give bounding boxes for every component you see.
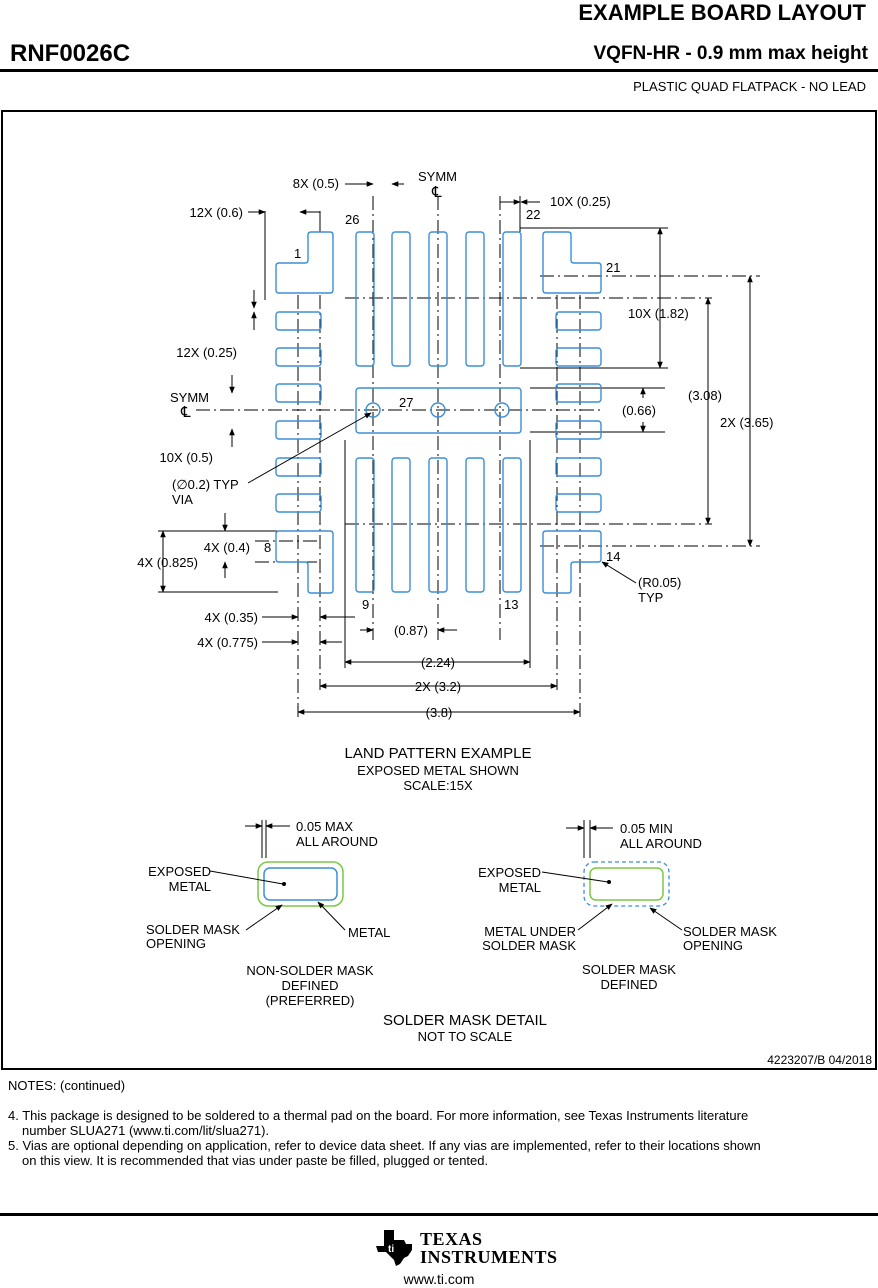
nsmd-detail: 0.05 MAX ALL AROUND EXPOSED METAL SOLDER… bbox=[146, 819, 390, 1008]
pin-21: 21 bbox=[606, 260, 620, 275]
land-pattern-drawing: 8X (0.5) SYMM ℄ 10X (0.25) 12X (0.6) 26 … bbox=[1, 110, 877, 1070]
pad-array bbox=[275, 231, 602, 594]
texas-state-icon: ti bbox=[376, 1230, 412, 1266]
part-number: RNF0026C bbox=[10, 40, 131, 67]
dim-thermal-h: (0.66) bbox=[622, 403, 656, 418]
land-caption-line2: EXPOSED METAL SHOWN bbox=[357, 763, 519, 778]
smd-under-1: METAL UNDER bbox=[484, 924, 576, 939]
solder-caption-sub: NOT TO SCALE bbox=[418, 1029, 513, 1044]
package-name: VQFN-HR - 0.9 mm max height bbox=[593, 43, 869, 64]
pin-8: 8 bbox=[264, 540, 271, 555]
smd-exposed-2: METAL bbox=[499, 880, 541, 895]
nsmd-title-3: (PREFERRED) bbox=[266, 993, 355, 1008]
nsmd-opening-2: OPENING bbox=[146, 936, 206, 951]
pin-27: 27 bbox=[399, 395, 413, 410]
header-rule bbox=[0, 69, 878, 72]
page-title: EXAMPLE BOARD LAYOUT bbox=[578, 0, 866, 25]
note-4: 4. This package is designed to be solder… bbox=[8, 1108, 748, 1138]
smd-opening-2: OPENING bbox=[683, 938, 743, 953]
dim-span-365: 2X (3.65) bbox=[720, 415, 773, 430]
solder-caption: SOLDER MASK DETAIL NOT TO SCALE 4223207/… bbox=[383, 1012, 872, 1067]
dim-radius-2: TYP bbox=[638, 590, 663, 605]
dim-radius: (R0.05) bbox=[638, 575, 681, 590]
smd-exposed-1: EXPOSED bbox=[478, 865, 541, 880]
dim-corner-04: 4X (0.4) bbox=[204, 540, 250, 555]
nsmd-metal: METAL bbox=[348, 925, 390, 940]
dim-top-width: 10X (0.25) bbox=[550, 194, 611, 209]
ti-logo: ti TEXAS INSTRUMENTS bbox=[372, 1226, 557, 1270]
smd-gap-1: 0.05 MIN bbox=[620, 821, 673, 836]
note-5-line-1: 5. Vias are optional depending on applic… bbox=[8, 1138, 761, 1153]
note-4-line-2: number SLUA271 (www.ti.com/lit/slua271). bbox=[22, 1123, 270, 1138]
nsmd-gap-2: ALL AROUND bbox=[296, 834, 378, 849]
dim-via-pitch: (0.87) bbox=[394, 623, 428, 638]
svg-text:ti: ti bbox=[388, 1244, 394, 1255]
brand-line-2: INSTRUMENTS bbox=[420, 1247, 558, 1267]
dim-left-pitch: 12X (0.25) bbox=[176, 345, 237, 360]
brand-line-1: TEXAS bbox=[420, 1229, 483, 1249]
dim-span-308: (3.08) bbox=[688, 388, 722, 403]
notes-heading: NOTES: (continued) bbox=[8, 1078, 126, 1093]
note-5: 5. Vias are optional depending on applic… bbox=[8, 1138, 761, 1168]
pin-1: 1 bbox=[294, 246, 301, 261]
smd-title-2: DEFINED bbox=[600, 977, 657, 992]
smd-detail: 0.05 MIN ALL AROUND EXPOSED METAL METAL … bbox=[478, 820, 777, 992]
package-description: PLASTIC QUAD FLATPACK - NO LEAD bbox=[633, 79, 866, 94]
nsmd-title-2: DEFINED bbox=[281, 978, 338, 993]
smd-title-1: SOLDER MASK bbox=[582, 962, 676, 977]
smd-gap-2: ALL AROUND bbox=[620, 836, 702, 851]
dimension-arrows bbox=[160, 181, 753, 715]
solder-caption-title: SOLDER MASK DETAIL bbox=[383, 1012, 547, 1029]
symm-top-glyph: ℄ bbox=[431, 184, 442, 201]
dim-span-32: 2X (3.2) bbox=[415, 679, 461, 694]
dim-span-224: (2.24) bbox=[421, 655, 455, 670]
extension-lines bbox=[158, 196, 668, 668]
dim-left-pitch2: 10X (0.5) bbox=[160, 450, 213, 465]
pin-14: 14 bbox=[606, 549, 620, 564]
document-id: 4223207/B 04/2018 bbox=[767, 1053, 872, 1067]
note-5-line-2: on this view. It is recommended that via… bbox=[22, 1153, 489, 1168]
pin-13: 13 bbox=[504, 597, 518, 612]
smd-under-2: SOLDER MASK bbox=[482, 938, 576, 953]
pin-22: 22 bbox=[526, 207, 540, 222]
dim-left-width: 12X (0.6) bbox=[190, 205, 243, 220]
footer-rule bbox=[0, 1213, 878, 1216]
symm-left-glyph: ℄ bbox=[180, 404, 191, 421]
land-pattern-labels: 8X (0.5) SYMM ℄ 10X (0.25) 12X (0.6) 26 … bbox=[137, 169, 773, 793]
pin-26: 26 bbox=[345, 212, 359, 227]
dim-corner-0775: 4X (0.775) bbox=[197, 635, 258, 650]
land-caption-line3: SCALE:15X bbox=[403, 778, 473, 793]
footer-url[interactable]: www.ti.com bbox=[403, 1271, 475, 1287]
nsmd-opening-1: SOLDER MASK bbox=[146, 922, 240, 937]
dim-span-38: (3.8) bbox=[426, 705, 453, 720]
via-label: (∅0.2) TYP bbox=[172, 477, 239, 492]
drawing-frame bbox=[1, 110, 877, 1070]
symm-top-label: SYMM bbox=[418, 169, 457, 184]
smd-opening-1: SOLDER MASK bbox=[683, 924, 777, 939]
nsmd-exposed-1: EXPOSED bbox=[148, 864, 211, 879]
centerlines bbox=[196, 196, 760, 718]
pin-9: 9 bbox=[362, 597, 369, 612]
nsmd-title-1: NON-SOLDER MASK bbox=[246, 963, 373, 978]
dim-top-pitch: 8X (0.5) bbox=[293, 176, 339, 191]
via-label-2: VIA bbox=[172, 492, 193, 507]
note-4-line-1: 4. This package is designed to be solder… bbox=[8, 1108, 749, 1123]
dim-corner-0825: 4X (0.825) bbox=[137, 555, 198, 570]
nsmd-exposed-2: METAL bbox=[169, 879, 211, 894]
symm-left-label: SYMM bbox=[170, 390, 209, 405]
nsmd-gap-1: 0.05 MAX bbox=[296, 819, 353, 834]
dim-corner-035: 4X (0.35) bbox=[205, 610, 258, 625]
dim-right-len: 10X (1.82) bbox=[628, 306, 689, 321]
land-caption-title: LAND PATTERN EXAMPLE bbox=[345, 745, 532, 762]
